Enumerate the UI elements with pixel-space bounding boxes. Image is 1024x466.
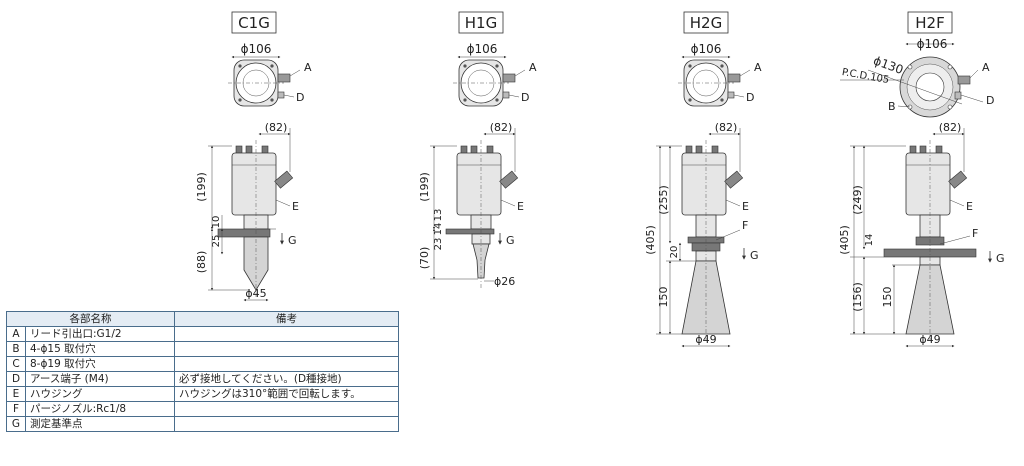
dim-150: 150 (657, 287, 670, 308)
model-h1g-drawing: H1G ϕ106 A D (82) E G (199) 13 (418, 11, 537, 290)
model-h2g-drawing: H2G ϕ106 A D (82) E F G (644, 11, 762, 348)
callout-d: D (296, 91, 304, 104)
callout-f: F (972, 227, 978, 240)
row-name: リード引出口:G1/2 (25, 326, 175, 342)
row-note: ハウジングは310°範囲で回転します。 (174, 386, 399, 402)
row-key: B (6, 341, 26, 357)
total-dim: (405) (644, 225, 657, 255)
model-code: C1G (238, 14, 270, 32)
dim-10: 10 (211, 216, 222, 229)
callout-d: D (521, 91, 529, 104)
bottom-diameter: ϕ49 (695, 333, 716, 346)
row-key: E (6, 386, 26, 402)
width-dim: (82) (939, 121, 962, 134)
dim-25: 25 (211, 235, 222, 248)
callout-f: F (742, 219, 748, 232)
table-row: A リード引出口:G1/2 (6, 326, 399, 342)
header-remarks: 備考 (174, 311, 399, 327)
top-diameter: ϕ106 (917, 37, 948, 51)
dim-23: 23 (433, 238, 444, 251)
top-diameter: ϕ106 (241, 42, 272, 56)
header-part-name: 各部名称 (6, 311, 175, 327)
callout-b: B (888, 100, 896, 113)
bottom-diameter: ϕ26 (494, 275, 515, 288)
callout-a: A (304, 61, 312, 74)
width-dim: (82) (265, 121, 288, 134)
row-note: 必ず接地してください。(D種接地) (174, 371, 399, 387)
table-header-row: 各部名称 備考 (6, 311, 399, 327)
width-dim: (82) (490, 121, 513, 134)
table-row: B 4-ϕ15 取付穴 (6, 341, 399, 357)
callout-a: A (754, 61, 762, 74)
model-h2f-drawing: H2F ϕ106 A D B ϕ130 P.C.D.105 (82) E (838, 11, 1005, 348)
row-name: 測定基準点 (25, 416, 175, 432)
top-diameter: ϕ106 (691, 42, 722, 56)
callout-a: A (529, 61, 537, 74)
row-key: F (6, 401, 26, 417)
dim-13: 13 (433, 209, 444, 222)
total-dim: (405) (838, 225, 851, 255)
ref-g: G (506, 234, 515, 247)
dim-20: 20 (669, 246, 680, 259)
ref-g: G (996, 252, 1005, 265)
callout-e: E (742, 200, 749, 213)
ref-g: G (750, 249, 759, 262)
dim-156: (156) (851, 282, 864, 312)
row-key: A (6, 326, 26, 342)
table-row: G 測定基準点 (6, 416, 399, 432)
height-dim: (199) (195, 172, 208, 202)
row-name: ハウジング (25, 386, 175, 402)
table-row: E ハウジング ハウジングは310°範囲で回転します。 (6, 386, 399, 402)
parts-table: 各部名称 備考 A リード引出口:G1/2 B 4-ϕ15 取付穴 C 8-ϕ1… (6, 311, 399, 432)
callout-d: D (746, 91, 754, 104)
row-note (174, 341, 399, 357)
dim-14: 14 (864, 234, 875, 247)
row-key: D (6, 371, 26, 387)
bottom-diameter: ϕ45 (245, 287, 266, 300)
height-dim: (199) (418, 172, 431, 202)
ref-g: G (288, 234, 297, 247)
model-code: H2G (690, 14, 722, 32)
width-dim: (82) (715, 121, 738, 134)
bottom-diameter: ϕ49 (919, 333, 940, 346)
row-key: G (6, 416, 26, 432)
dim-88: (88) (195, 251, 208, 274)
row-name: アース端子 (M4) (25, 371, 175, 387)
callout-a: A (982, 61, 990, 74)
model-code: H1G (465, 14, 497, 32)
callout-d: D (986, 94, 994, 107)
callout-e: E (517, 200, 524, 213)
height-dim: (255) (657, 185, 670, 215)
row-note (174, 356, 399, 372)
table-row: C 8-ϕ19 取付穴 (6, 356, 399, 372)
table-row: F パージノズル:Rc1/8 (6, 401, 399, 417)
row-note (174, 326, 399, 342)
table-row: D アース端子 (M4) 必ず接地してください。(D種接地) (6, 371, 399, 387)
callout-e: E (966, 200, 973, 213)
dim-70: (70) (418, 247, 431, 270)
height-dim: (249) (851, 185, 864, 215)
row-name: 4-ϕ15 取付穴 (25, 341, 175, 357)
dim-14: 14 (433, 223, 444, 236)
row-name: パージノズル:Rc1/8 (25, 401, 175, 417)
model-code: H2F (915, 14, 944, 32)
top-diameter: ϕ106 (467, 42, 498, 56)
row-note (174, 401, 399, 417)
row-key: C (6, 356, 26, 372)
model-c1g-drawing: C1G ϕ106 A D (82) E G (195, 11, 312, 302)
row-note (174, 416, 399, 432)
callout-e: E (292, 200, 299, 213)
row-name: 8-ϕ19 取付穴 (25, 356, 175, 372)
dim-150: 150 (881, 287, 894, 308)
